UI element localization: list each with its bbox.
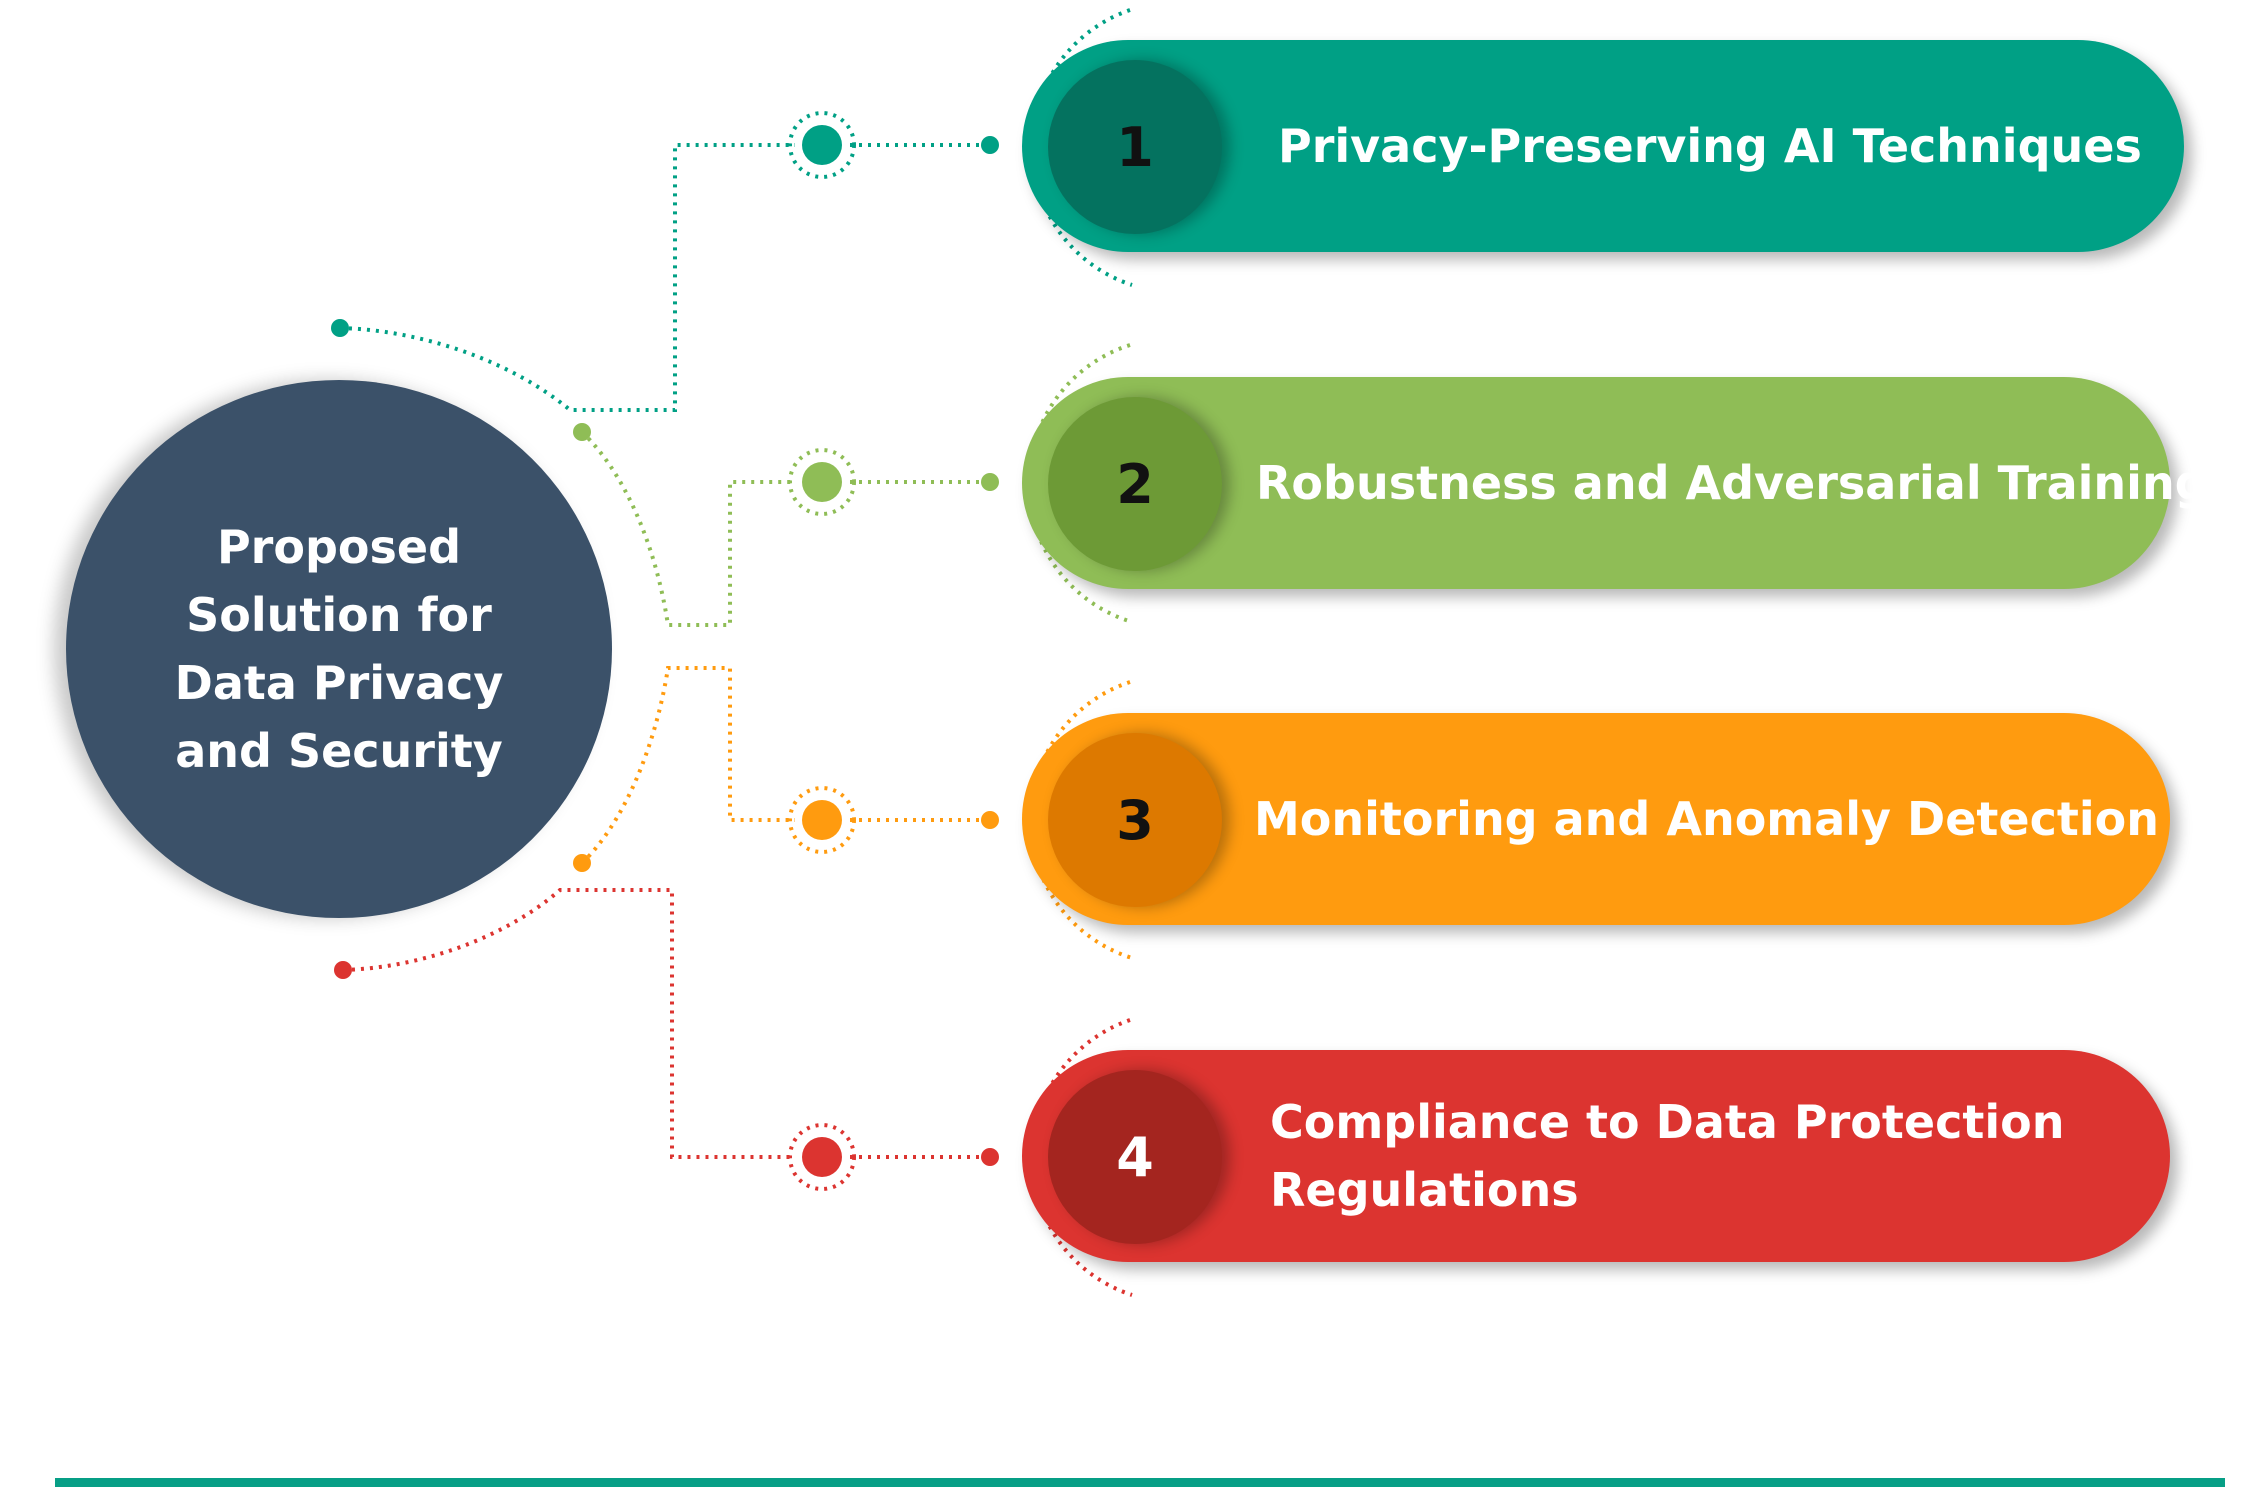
item-number-2: 2 — [1116, 452, 1154, 516]
item-number-circle-1: 1 — [1048, 60, 1222, 234]
connector-2 — [573, 343, 1133, 627]
item-number-4: 4 — [1116, 1125, 1154, 1189]
item-label-4: Compliance to Data Protection Regulation… — [1270, 1095, 2065, 1217]
item-card-3: 3 Monitoring and Anomaly Detection — [1022, 713, 2170, 925]
hub-title: Proposed Solution for Data Privacy and S… — [174, 520, 504, 778]
item-number-circle-3: 3 — [1048, 733, 1222, 907]
footer-rule — [55, 1478, 2225, 1487]
item-number-3: 3 — [1116, 788, 1154, 852]
item-number-circle-2: 2 — [1048, 397, 1222, 571]
item-label-2: Robustness and Adversarial Training — [1256, 456, 2208, 510]
item-label-1: Privacy-Preserving AI Techniques — [1278, 119, 2142, 173]
item-number-1: 1 — [1116, 115, 1154, 179]
central-hub-circle: Proposed Solution for Data Privacy and S… — [66, 380, 612, 918]
item-number-circle-4: 4 — [1048, 1070, 1222, 1244]
item-card-4: 4 Compliance to Data Protection Regulati… — [1022, 1050, 2170, 1262]
item-card-2: 2 Robustness and Adversarial Training — [1022, 377, 2208, 589]
connector-4 — [334, 888, 1133, 1297]
item-label-3: Monitoring and Anomaly Detection — [1254, 792, 2159, 846]
item-card-1: 1 Privacy-Preserving AI Techniques — [1022, 40, 2184, 252]
connector-1 — [331, 8, 1133, 412]
